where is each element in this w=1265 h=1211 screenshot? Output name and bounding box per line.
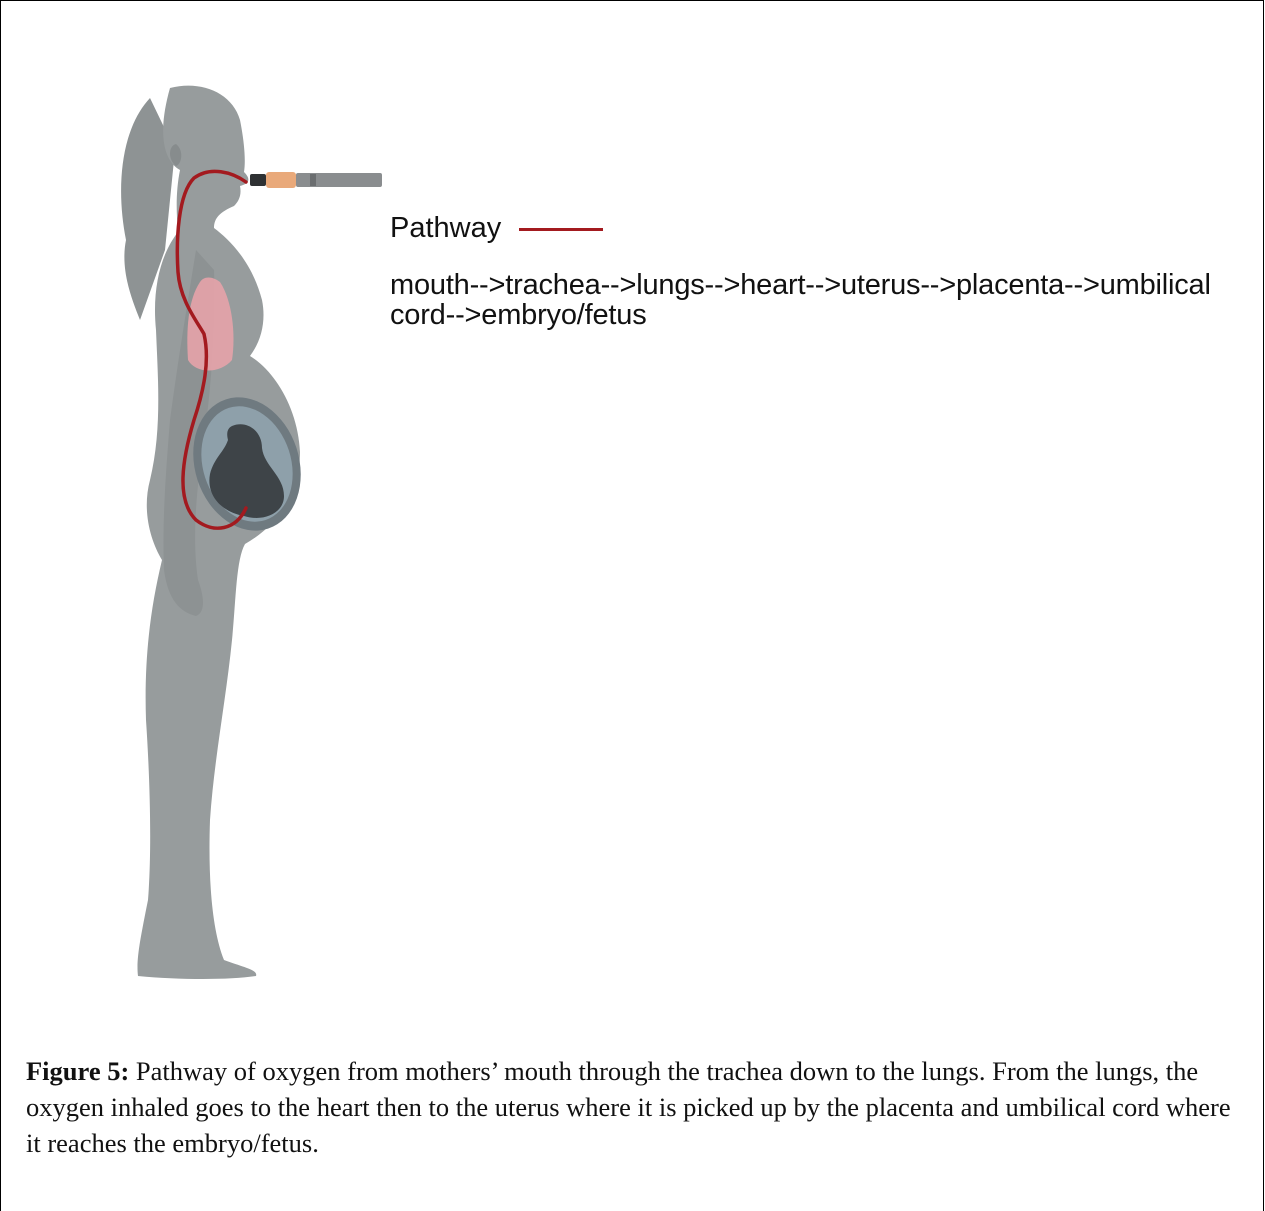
pathway-description: mouth-->trachea-->lungs-->heart-->uterus…	[390, 270, 1260, 330]
legend: Pathway	[390, 212, 603, 245]
legend-label: Pathway	[390, 212, 501, 245]
legend-line-swatch	[519, 228, 603, 231]
caption-lead: Figure 5:	[26, 1056, 129, 1086]
caption-text: Pathway of oxygen from mothers’ mouth th…	[26, 1056, 1231, 1158]
e-cigarette-icon	[250, 172, 382, 188]
figure-caption: Figure 5: Pathway of oxygen from mothers…	[26, 1053, 1241, 1161]
pregnant-woman-illustration	[0, 0, 1265, 1000]
